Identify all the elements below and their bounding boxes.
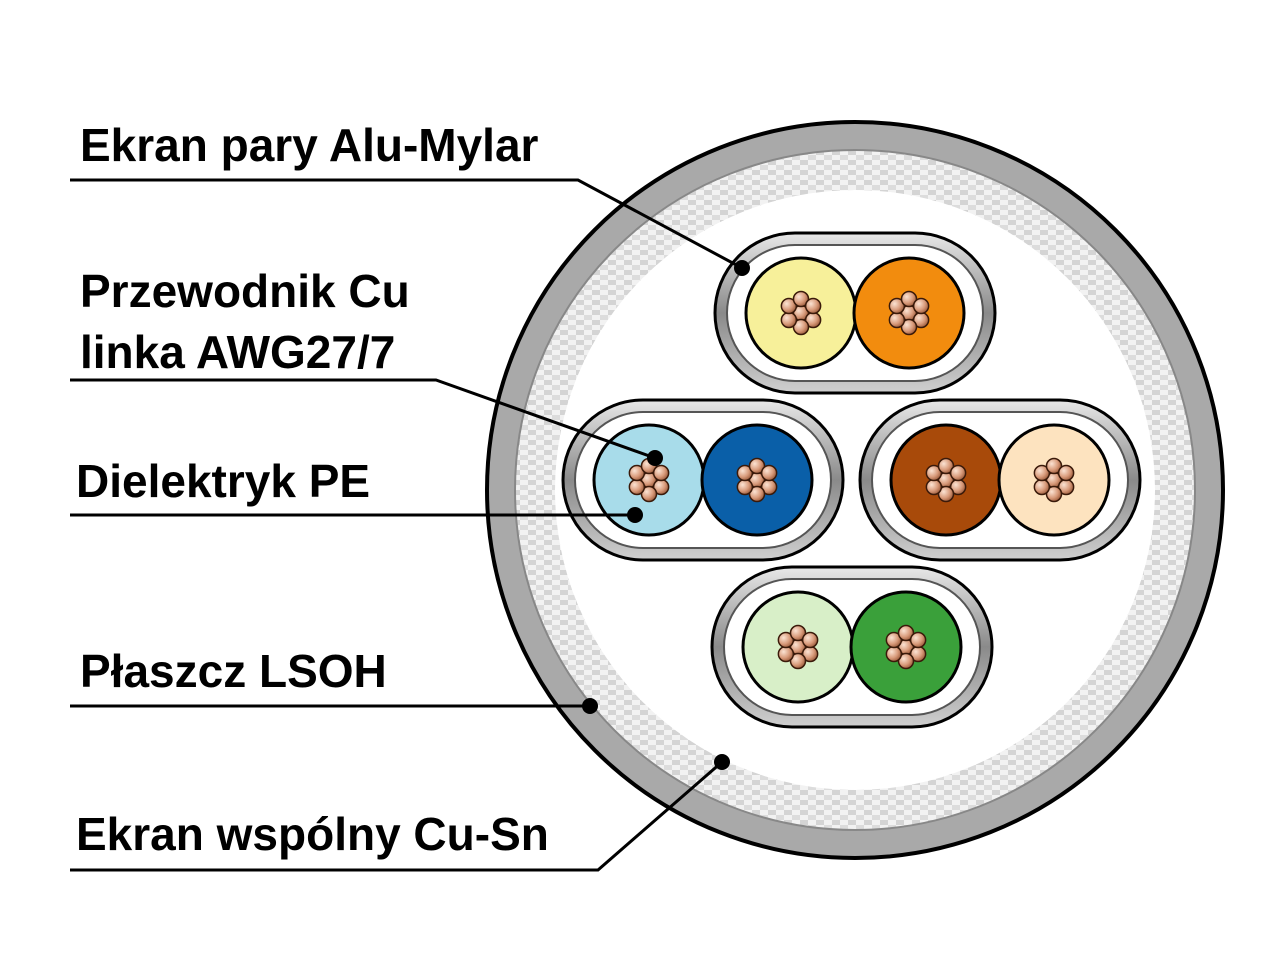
leader-pair-shield — [70, 178, 743, 270]
copper-strand — [640, 485, 658, 503]
copper-strand — [1057, 464, 1075, 482]
copper-strand — [900, 318, 918, 336]
leader-lines — [70, 178, 743, 872]
copper-strand — [900, 290, 918, 308]
copper-strand — [1045, 485, 1063, 503]
copper-strand — [777, 645, 795, 663]
copper-strand — [748, 485, 766, 503]
copper-strand — [937, 485, 955, 503]
label-dielectric: Dielektryk PE — [76, 455, 371, 507]
copper-strand — [652, 464, 670, 482]
dot-dielectric — [627, 507, 643, 523]
copper-strand — [912, 297, 930, 315]
copper-strand — [777, 631, 795, 649]
copper-strand — [909, 631, 927, 649]
copper-strand — [628, 464, 646, 482]
copper-strand — [885, 631, 903, 649]
copper-strand — [1045, 457, 1063, 475]
pair-right — [858, 398, 1142, 562]
copper-strand — [1033, 478, 1051, 496]
copper-strand — [736, 464, 754, 482]
leader-conductor — [70, 378, 656, 460]
copper-strand — [949, 464, 967, 482]
leader-dots — [582, 260, 750, 770]
pair-left — [561, 398, 845, 562]
label-conductor-line1: Przewodnik Cu — [80, 265, 410, 317]
copper-strand — [885, 645, 903, 663]
copper-strand — [1033, 464, 1051, 482]
label-conductor-line2: linka AWG27/7 — [80, 326, 396, 378]
copper-strand — [748, 457, 766, 475]
copper-strand — [804, 297, 822, 315]
pair-bottom — [710, 565, 994, 729]
pair-top — [713, 231, 997, 395]
leader-common-shield — [70, 760, 723, 872]
copper-strand — [801, 631, 819, 649]
copper-strand — [792, 290, 810, 308]
copper-strand — [925, 464, 943, 482]
copper-strand — [780, 297, 798, 315]
copper-strand — [760, 464, 778, 482]
dot-pair-shield — [734, 260, 750, 276]
copper-strand — [789, 624, 807, 642]
label-common-shield: Ekran wspólny Cu-Sn — [76, 808, 549, 860]
copper-strand — [888, 297, 906, 315]
copper-strand — [628, 478, 646, 496]
twisted-pairs — [561, 231, 1142, 729]
copper-strand — [736, 478, 754, 496]
dot-common-shield — [714, 754, 730, 770]
copper-strand — [897, 652, 915, 670]
label-pair-shield: Ekran pary Alu-Mylar — [80, 119, 539, 171]
copper-strand — [937, 457, 955, 475]
copper-strand — [897, 624, 915, 642]
label-jacket: Płaszcz LSOH — [80, 645, 387, 697]
dot-jacket — [582, 698, 598, 714]
copper-strand — [925, 478, 943, 496]
cable-core — [555, 190, 1155, 790]
copper-strand — [888, 311, 906, 329]
dot-conductor — [647, 450, 663, 466]
copper-strand — [789, 652, 807, 670]
copper-strand — [792, 318, 810, 336]
copper-strand — [780, 311, 798, 329]
